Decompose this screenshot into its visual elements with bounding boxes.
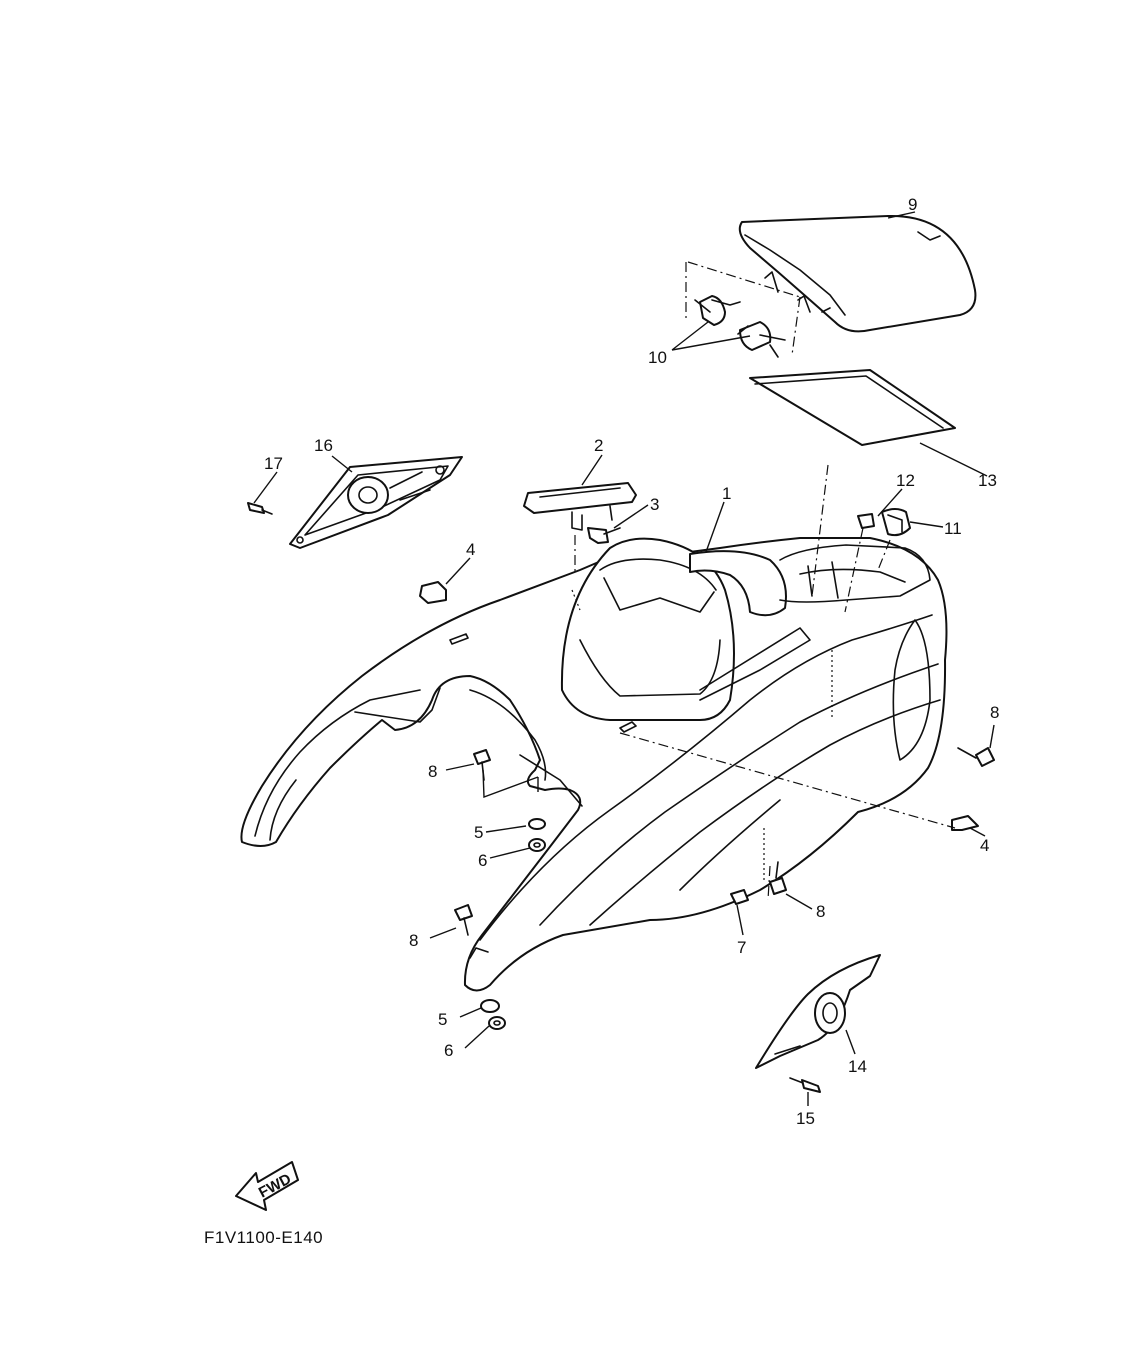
body-part-1: [240, 537, 948, 992]
callout-9: 9: [908, 195, 917, 214]
clip-part-4-lower: [951, 815, 979, 831]
pad-part-13: [749, 369, 956, 446]
bolt-part-8-d: [957, 747, 995, 767]
callout-12: 12: [896, 471, 915, 490]
pin-part-17: [247, 502, 273, 515]
diagram-code: F1V1100-E140: [204, 1228, 324, 1247]
clip-part-7: [730, 889, 749, 905]
seat-lock-part-10: [694, 295, 786, 358]
callout-16: 16: [314, 436, 333, 455]
callout-6-b: 6: [444, 1041, 453, 1060]
callout-14: 14: [848, 1057, 867, 1076]
seat-part-9: [685, 214, 977, 356]
clip-part-12: [857, 513, 875, 529]
callout-5-a: 5: [474, 823, 483, 842]
callout-4-lower: 4: [980, 836, 989, 855]
callout-13: 13: [978, 471, 997, 490]
washer-part-5-b: [480, 999, 500, 1013]
callout-3: 3: [650, 495, 659, 514]
side-panel-part-14: [755, 954, 881, 1069]
callout-17: 17: [264, 454, 283, 473]
callout-8-c: 8: [816, 902, 825, 921]
pin-part-15: [789, 1077, 821, 1093]
callout-8-d: 8: [990, 703, 999, 722]
callout-15: 15: [796, 1109, 815, 1128]
callout-10: 10: [648, 348, 667, 367]
leader-lines: [253, 211, 995, 1106]
bolt-part-8-b: [454, 904, 473, 936]
clip-part-11: [881, 508, 911, 537]
callout-2: 2: [594, 436, 603, 455]
clip-part-4-upper: [419, 581, 447, 604]
bracket-part-2: [523, 482, 637, 531]
callout-8-a: 8: [428, 762, 437, 781]
callout-1: 1: [722, 484, 731, 503]
callout-6-a: 6: [478, 851, 487, 870]
screw-part-3: [587, 527, 621, 544]
bolt-part-8-a: [473, 749, 491, 781]
callout-5-b: 5: [438, 1010, 447, 1029]
washer-part-5-a: [528, 818, 546, 830]
callout-7: 7: [737, 938, 746, 957]
side-panel-part-16: [289, 456, 463, 549]
callout-11: 11: [944, 519, 962, 538]
fwd-arrow-icon: FWD: [235, 1161, 299, 1211]
callout-4-upper: 4: [466, 540, 475, 559]
callout-8-b: 8: [409, 931, 418, 950]
bolt-part-8-c: [769, 861, 787, 895]
nut-part-6-a: [528, 838, 546, 852]
nut-part-6-b: [488, 1016, 506, 1030]
